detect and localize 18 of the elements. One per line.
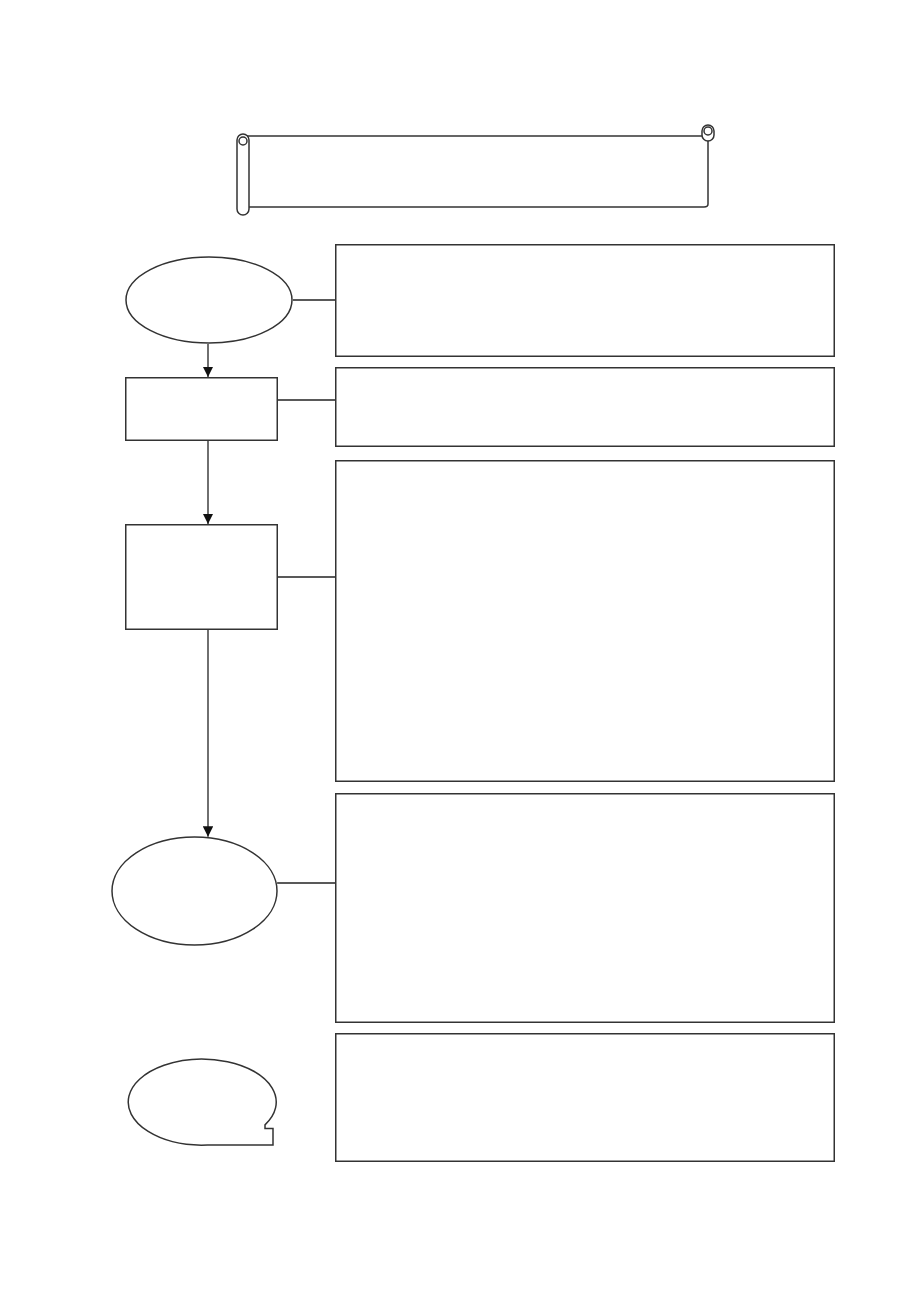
ellipse-node [125, 256, 293, 344]
arrow [202, 440, 214, 525]
connector-line [292, 299, 336, 301]
process-box [335, 367, 835, 447]
process-box [335, 460, 835, 782]
arrow [202, 343, 214, 378]
process-box [335, 244, 835, 357]
connector-line [277, 576, 336, 578]
arrow [202, 629, 214, 838]
ellipse-node [111, 836, 278, 946]
speech-bubble [125, 1058, 275, 1146]
process-box [335, 793, 835, 1023]
process-box [335, 1033, 835, 1162]
process-box [125, 524, 278, 630]
connector-line [276, 882, 336, 884]
process-box [125, 377, 278, 441]
scroll-banner [236, 124, 716, 216]
connector-line [277, 399, 336, 401]
